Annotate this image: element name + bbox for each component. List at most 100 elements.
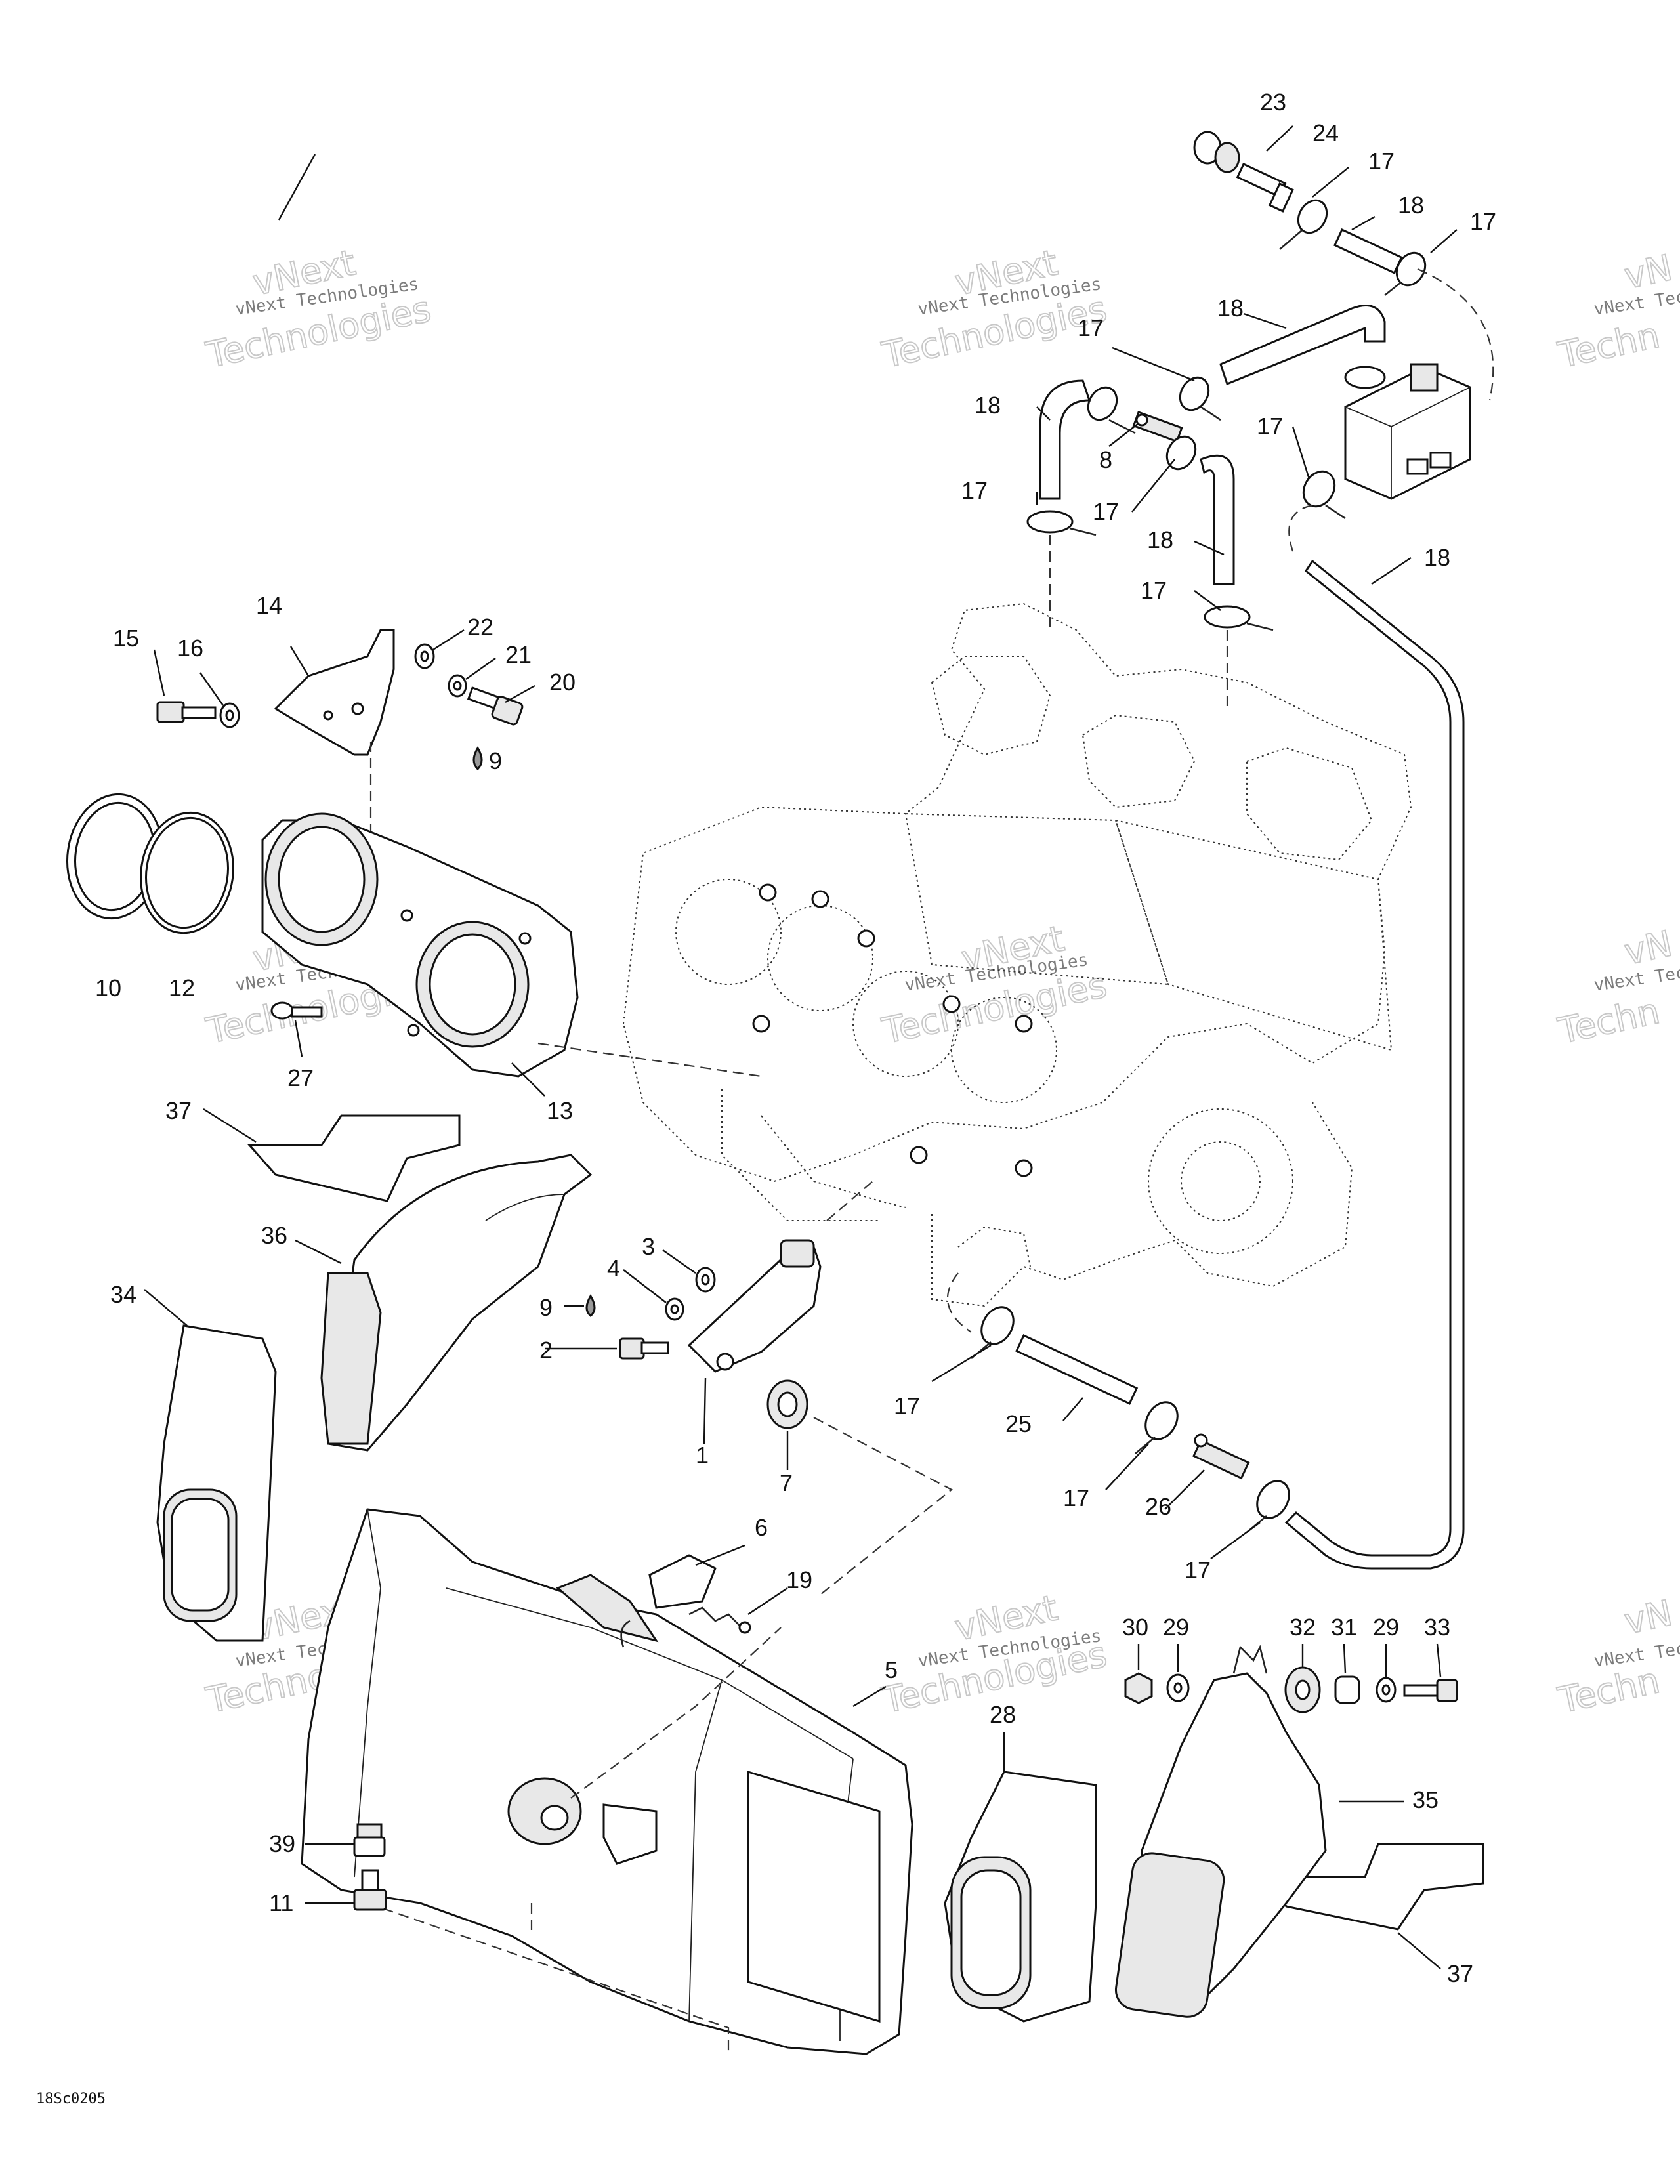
callout-11: 11 bbox=[269, 1889, 293, 1916]
hose-clamp bbox=[1302, 470, 1346, 520]
ring-10 bbox=[66, 793, 164, 920]
callout-35: 35 bbox=[1412, 1786, 1438, 1813]
bracket-14 bbox=[274, 629, 395, 756]
callout-9: 9 bbox=[539, 1294, 553, 1321]
engine-outline bbox=[622, 602, 1412, 1307]
washer-3 bbox=[695, 1267, 716, 1293]
callout-17: 17 bbox=[894, 1393, 920, 1419]
callout-1: 1 bbox=[696, 1442, 709, 1469]
duct-34 bbox=[156, 1324, 277, 1642]
callout-16: 16 bbox=[177, 635, 203, 662]
part-labels: 23 24 17 18 17 18 17 18 8 17 17 17 18 18… bbox=[95, 89, 1496, 1987]
washer-21 bbox=[448, 674, 467, 698]
callout-30: 30 bbox=[1122, 1614, 1148, 1641]
callout-17: 17 bbox=[1093, 498, 1119, 525]
airbox-5 bbox=[301, 1508, 914, 2055]
callout-26: 26 bbox=[1145, 1493, 1171, 1520]
callout-3: 3 bbox=[642, 1233, 655, 1260]
callout-25: 25 bbox=[1005, 1410, 1032, 1437]
screw-2 bbox=[619, 1337, 669, 1360]
washer-22 bbox=[414, 643, 435, 669]
callout-4: 4 bbox=[607, 1255, 620, 1282]
callout-17: 17 bbox=[1257, 413, 1283, 440]
callout-14: 14 bbox=[256, 592, 282, 619]
gasket-37-lower bbox=[1265, 1843, 1484, 1931]
callout-20: 20 bbox=[549, 669, 576, 696]
plug-39 bbox=[353, 1823, 386, 1857]
callout-17: 17 bbox=[1368, 148, 1395, 175]
duct-36 bbox=[320, 1154, 593, 1452]
callout-18: 18 bbox=[1147, 526, 1173, 553]
watermark-top-right: vN Techn vNext Techno bbox=[1554, 246, 1680, 377]
watermark-middle-right: vN Techn vNext Techno bbox=[1554, 922, 1680, 1053]
screw-27 bbox=[270, 1001, 323, 1020]
callout-36: 36 bbox=[261, 1222, 287, 1249]
callout-27: 27 bbox=[287, 1064, 314, 1091]
hose-clamp bbox=[1135, 1401, 1179, 1454]
callout-15: 15 bbox=[113, 625, 139, 652]
hose-clamp bbox=[1026, 510, 1097, 536]
solenoid-valve bbox=[1344, 363, 1471, 500]
callout-12: 12 bbox=[169, 975, 195, 1001]
callout-19: 19 bbox=[786, 1566, 812, 1593]
callout-17: 17 bbox=[961, 477, 988, 504]
callout-22: 22 bbox=[467, 614, 494, 640]
callout-28: 28 bbox=[990, 1701, 1016, 1728]
callout-37: 37 bbox=[165, 1097, 192, 1124]
callout-32: 32 bbox=[1290, 1614, 1316, 1641]
leader-lines bbox=[144, 125, 1458, 1969]
callout-18: 18 bbox=[1398, 192, 1424, 219]
watermark-top-center: vNext Technologies vNext Technologies bbox=[878, 241, 1111, 377]
hose-clamp bbox=[1279, 199, 1328, 250]
check-valve-8 bbox=[1132, 411, 1183, 443]
callout-13: 13 bbox=[547, 1097, 573, 1124]
clip-6 bbox=[648, 1554, 717, 1609]
watermark-technologies-partial: Techn bbox=[1555, 314, 1664, 376]
connector-26 bbox=[1192, 1433, 1250, 1480]
hose-clamp bbox=[1204, 605, 1274, 631]
callout-17: 17 bbox=[1141, 577, 1167, 604]
plug-11 bbox=[353, 1869, 387, 1911]
hose-clamp bbox=[1179, 376, 1221, 421]
callout-21: 21 bbox=[505, 641, 532, 668]
callout-17: 17 bbox=[1078, 314, 1104, 341]
callout-24: 24 bbox=[1312, 119, 1339, 146]
hose-clamp bbox=[1246, 1480, 1290, 1533]
callout-17: 17 bbox=[1063, 1484, 1089, 1511]
callout-37: 37 bbox=[1447, 1960, 1473, 1987]
watermark-lower-right: vN Techn vNext Techno bbox=[1554, 1591, 1680, 1722]
callout-31: 31 bbox=[1331, 1614, 1357, 1641]
vent-hose-assembly bbox=[1026, 131, 1494, 1570]
callout-18: 18 bbox=[975, 392, 1001, 419]
washer-29-right bbox=[1376, 1677, 1396, 1703]
callout-17: 17 bbox=[1470, 208, 1496, 235]
ring-12 bbox=[140, 811, 234, 934]
cover-35 bbox=[1114, 1645, 1327, 2018]
callout-34: 34 bbox=[110, 1281, 136, 1308]
callout-18: 18 bbox=[1424, 544, 1450, 571]
callout-18: 18 bbox=[1217, 295, 1244, 322]
grommet-7 bbox=[766, 1379, 808, 1429]
callout-8: 8 bbox=[1099, 446, 1112, 473]
washer-4 bbox=[665, 1297, 684, 1321]
loctite-drop-icon bbox=[585, 1294, 596, 1317]
watermark-top-left: vNext Technologies vNext Technologies bbox=[202, 241, 435, 377]
hose-clamp bbox=[1384, 251, 1427, 297]
callout-29: 29 bbox=[1373, 1614, 1399, 1641]
connector-24 bbox=[1236, 163, 1294, 213]
callout-2: 2 bbox=[539, 1337, 553, 1364]
callout-17: 17 bbox=[1185, 1557, 1211, 1584]
washer-16 bbox=[219, 702, 240, 728]
callout-7: 7 bbox=[780, 1469, 793, 1496]
callout-5: 5 bbox=[885, 1656, 898, 1683]
fitting-23 bbox=[1193, 131, 1240, 173]
intake-adapter-13 bbox=[261, 812, 579, 1078]
loctite-drop-icon bbox=[472, 746, 483, 771]
washer-29-left bbox=[1166, 1673, 1190, 1702]
screw-20 bbox=[467, 686, 524, 726]
gasket-37-upper bbox=[247, 1114, 461, 1202]
callout-29: 29 bbox=[1163, 1614, 1189, 1641]
callout-33: 33 bbox=[1424, 1614, 1450, 1641]
watermark-middle-center: vNext Technologies vNext Technologies bbox=[878, 917, 1111, 1053]
